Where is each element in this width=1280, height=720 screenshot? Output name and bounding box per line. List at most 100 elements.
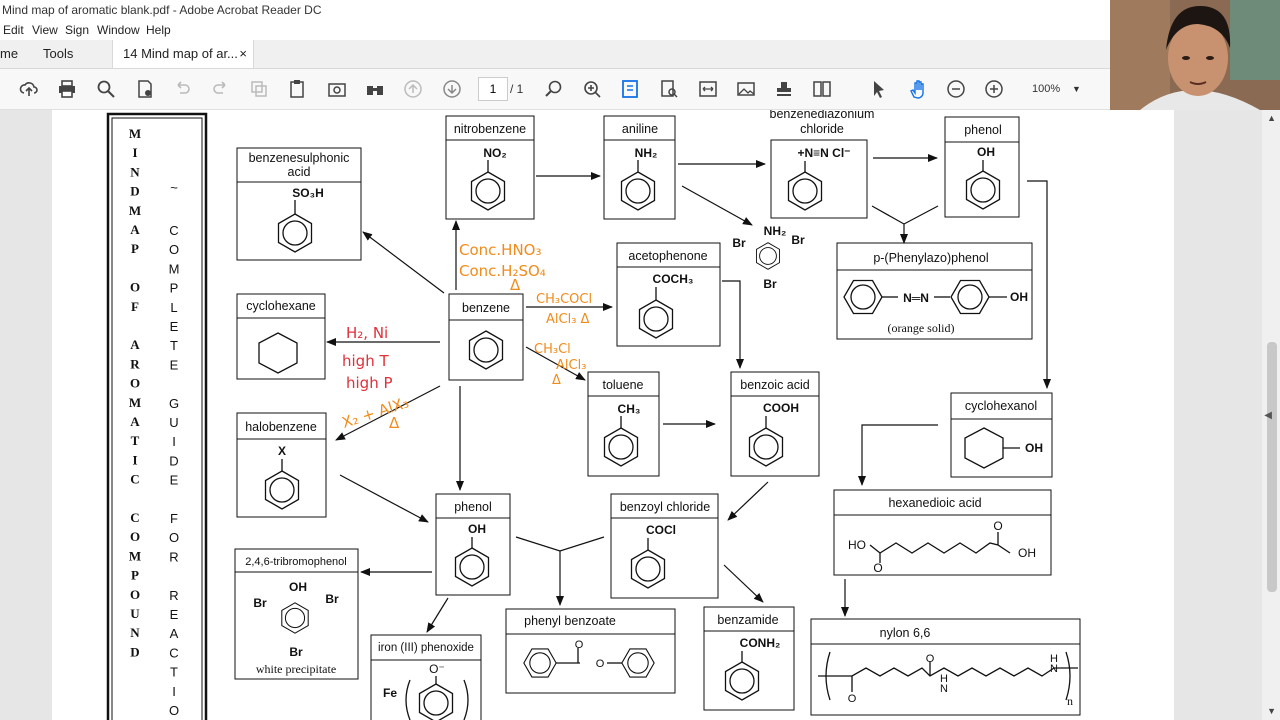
binoculars-icon[interactable] <box>363 77 387 101</box>
atom-o-nylon2: O <box>926 653 935 665</box>
atom-o-carbonyl: O <box>575 639 584 651</box>
group-cooh: COOH <box>763 401 799 415</box>
zoom-in-icon[interactable] <box>982 77 1006 101</box>
page-total: / 1 <box>510 82 524 96</box>
tab-close-button[interactable]: × <box>239 46 247 61</box>
select-text-icon[interactable] <box>542 77 566 101</box>
tab-document[interactable]: 14 Mind map of ar... × <box>112 40 254 68</box>
side-panel-toggle-icon[interactable]: ◀ <box>1264 410 1272 421</box>
sidebar-dash: ~ <box>170 180 178 195</box>
group-x: X <box>278 444 286 458</box>
fit-width-icon[interactable] <box>696 77 720 101</box>
undo-icon[interactable] <box>170 77 194 101</box>
group-oh-tribromo: OH <box>289 580 307 594</box>
atom-br-tp-bottom: Br <box>289 645 303 659</box>
label-aniline: aniline <box>622 122 658 136</box>
note-delta-1: Δ <box>510 276 521 294</box>
cursor-icon[interactable] <box>867 77 891 101</box>
page-view-icon[interactable] <box>618 77 642 101</box>
clipboard-icon[interactable] <box>285 77 309 101</box>
group-azo-link: N═N <box>903 291 929 305</box>
two-page-icon[interactable] <box>810 77 834 101</box>
box-cyclohexanol: cyclohexanol OH <box>950 392 1053 478</box>
group-nh2-tribromo: NH₂ <box>764 224 787 238</box>
atom-br-tp-right: Br <box>325 592 339 606</box>
vertical-scrollbar[interactable] <box>1262 110 1280 720</box>
atom-br-bottom: Br <box>763 277 777 291</box>
page-down-icon[interactable] <box>440 77 464 101</box>
tab-document-label: 14 Mind map of ar... <box>123 46 238 61</box>
copy-icon[interactable] <box>247 77 271 101</box>
print-icon[interactable] <box>55 77 79 101</box>
tab-tools[interactable]: Tools <box>43 46 74 61</box>
snapshot-icon[interactable] <box>325 77 349 101</box>
group-oh-cyclohexanol: OH <box>1025 441 1043 455</box>
menu-window[interactable]: Window <box>97 23 140 37</box>
label-diazonium-line2: chloride <box>800 122 844 136</box>
label-phenol-middle: phenol <box>454 500 492 514</box>
atom-h-nylon2: H <box>1050 653 1058 665</box>
hand-tool-icon[interactable] <box>906 77 930 101</box>
box-tribromophenol: 2,4,6-tribromophenol OH Br Br Br white p… <box>234 548 359 680</box>
zoom-dropdown[interactable]: 100% ▼ <box>1020 77 1084 101</box>
atom-o-right: O <box>993 519 1002 533</box>
label-diazonium-line1: benzenediazonium <box>770 110 875 121</box>
reaction-arrows <box>326 154 1051 633</box>
atom-fe: Fe <box>383 686 397 700</box>
upload-icon[interactable] <box>17 77 41 101</box>
label-acetophenone: acetophenone <box>628 249 707 263</box>
note-alcl3-2: AlCl₃ <box>556 358 586 373</box>
webcam-overlay <box>1110 0 1280 110</box>
label-nylon: nylon 6,6 <box>880 626 931 640</box>
atom-h-nylon1: H <box>940 673 948 685</box>
box-benzamide: benzamide CONH₂ <box>703 606 795 711</box>
redo-icon[interactable] <box>209 77 233 101</box>
zoom-out-icon[interactable] <box>944 77 968 101</box>
scroll-down-icon[interactable]: ▼ <box>1267 706 1276 716</box>
page-number-input[interactable]: 1 <box>478 77 508 101</box>
box-nylon-66: nylon 6,6 O O N H H N n <box>810 618 1081 716</box>
menu-sign[interactable]: Sign <box>65 23 90 37</box>
box-benzoic-acid: benzoic acid COOH <box>730 371 820 477</box>
group-no2: NO₂ <box>483 146 506 160</box>
atom-br-right: Br <box>791 233 805 247</box>
group-diazonium: +N≡N Cl⁻ <box>797 146 850 160</box>
page-up-icon[interactable] <box>401 77 425 101</box>
note-delta-3: Δ <box>389 414 400 432</box>
box-aniline: aniline NH₂ <box>603 115 676 220</box>
protect-icon[interactable] <box>133 77 157 101</box>
box-cyclohexane: cyclohexane <box>236 293 326 380</box>
box-phenyl-benzoate: phenyl benzoate O O <box>505 608 676 694</box>
label-cyclohexanol: cyclohexanol <box>965 399 1037 413</box>
scroll-up-icon[interactable]: ▲ <box>1267 113 1276 123</box>
zoom-search-icon[interactable] <box>94 77 118 101</box>
box-iron-phenoxide: iron (III) phenoxide Fe O⁻ <box>370 634 482 720</box>
box-toluene: toluene CH₃ <box>587 371 660 477</box>
group-cocl: COCl <box>646 523 676 537</box>
group-conh2: CONH₂ <box>740 636 781 650</box>
scroll-thumb[interactable] <box>1267 342 1277 592</box>
label-benzene: benzene <box>462 301 510 315</box>
note-ch3cl: CH₃Cl <box>534 342 571 357</box>
box-benzenesulphonic-acid: benzenesulphonic acid SO₃H <box>236 147 362 261</box>
tab-home[interactable]: me <box>0 46 19 61</box>
box-phenylazo-phenol: p-(Phenylazo)phenol N═N OH (orange solid… <box>836 242 1033 340</box>
menu-help[interactable]: Help <box>146 23 171 37</box>
note-ch3cocl: CH₃COCl <box>536 292 592 307</box>
stamp-icon[interactable] <box>772 77 796 101</box>
menu-edit[interactable]: Edit <box>3 23 24 37</box>
label-toluene: toluene <box>602 378 643 392</box>
find-text-icon[interactable] <box>657 77 681 101</box>
image-icon[interactable] <box>734 77 758 101</box>
atom-br-tp-left: Br <box>253 596 267 610</box>
box-hexanedioic-acid: hexanedioic acid HO O O OH <box>833 489 1052 576</box>
menu-view[interactable]: View <box>32 23 58 37</box>
label-iron-phenoxide: iron (III) phenoxide <box>378 642 474 654</box>
group-so3h: SO₃H <box>292 186 324 200</box>
note-delta-2: Δ <box>552 373 561 388</box>
zoom-in-tool-icon[interactable] <box>580 77 604 101</box>
